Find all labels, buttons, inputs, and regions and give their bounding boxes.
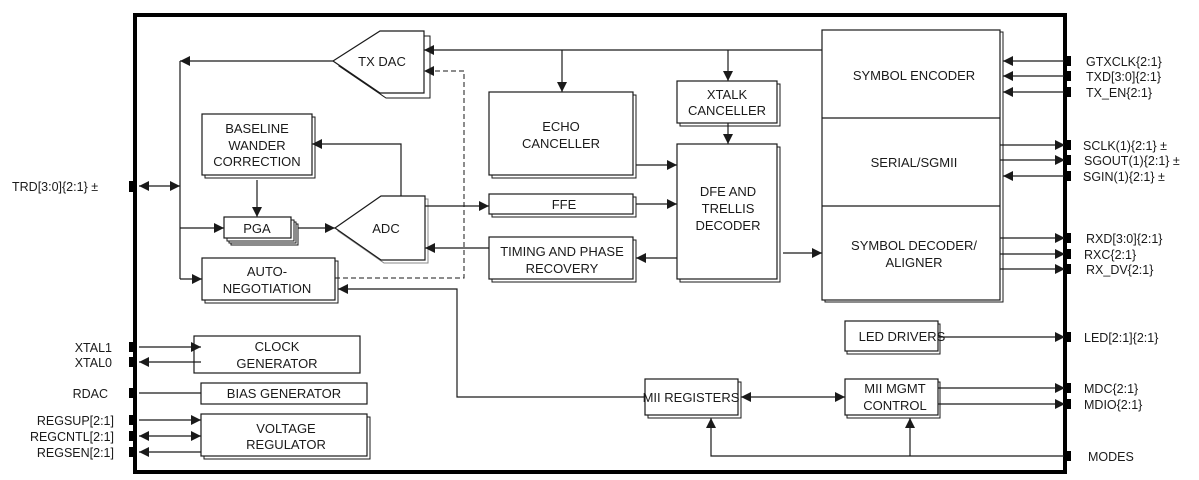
pad-regcntl [129,431,136,441]
auto-negotiation-label-1: AUTO- [247,264,287,279]
baseline-wander-label-1: BASELINE [225,121,289,136]
pad-sgin [1064,171,1071,181]
echo-canceller-label-1: ECHO [542,119,580,134]
ffe-block: FFE [488,193,637,218]
bias-generator-block: BIAS GENERATOR [200,382,368,405]
baseline-wander-label-3: CORRECTION [213,154,300,169]
mii-registers-block: MII REGISTERS [643,378,742,419]
pin-rxd: RXD[3:0]{2:1} [1086,232,1162,246]
pad-rxc [1064,249,1071,259]
serial-sgmii-label: SERIAL/SGMII [871,155,958,170]
pad-regsup [129,415,136,425]
pad-gtxclk [1064,56,1071,66]
pad-xtal1 [129,342,136,352]
pad-trd [129,181,136,192]
timing-phase-block: TIMING AND PHASE RECOVERY [488,236,637,283]
symbol-decoder-label-1: SYMBOL DECODER/ [851,238,977,253]
pad-sgout [1064,155,1071,165]
dfe-label-3: DECODER [695,218,760,233]
symbol-decoder-label-2: ALIGNER [885,255,942,270]
left-pin-labels: TRD[3:0]{2:1} ± XTAL1 XTAL0 RDAC REGSUP[… [12,180,114,460]
pin-gtxclk: GTXCLK{2:1} [1086,55,1162,69]
symbol-encoder-label: SYMBOL ENCODER [853,68,975,83]
led-drivers-block: LED DRIVERS [844,320,946,355]
auto-negotiation-label-2: NEGOTIATION [223,281,312,296]
clock-generator-label-1: CLOCK [255,339,300,354]
ffe-label: FFE [552,197,577,212]
bias-generator-label: BIAS GENERATOR [227,386,341,401]
timing-phase-label-1: TIMING AND PHASE [500,244,624,259]
timing-phase-label-2: RECOVERY [526,261,599,276]
right-pin-labels: GTXCLK{2:1} TXD[3:0]{2:1} TX_EN{2:1} SCL… [1083,55,1180,464]
baseline-wander-label-2: WANDER [228,138,285,153]
pin-regsup: REGSUP[2:1] [37,414,114,428]
mii-mgmt-label-2: CONTROL [863,398,927,413]
baseline-wander-block: BASELINE WANDER CORRECTION [201,113,316,179]
signal-wires [139,45,1065,457]
pin-sclk: SCLK(1){2:1} ± [1083,139,1167,153]
led-drivers-label: LED DRIVERS [859,329,946,344]
pad-regsen [129,447,136,457]
pad-tx-en [1064,87,1071,97]
voltage-regulator-label-1: VOLTAGE [256,421,316,436]
pin-regcntl: REGCNTL[2:1] [30,430,114,444]
pin-trd: TRD[3:0]{2:1} ± [12,180,98,194]
pin-regsen: REGSEN[2:1] [37,446,114,460]
mii-registers-label: MII REGISTERS [643,390,740,405]
pga-block: PGA [223,216,299,246]
dfe-trellis-block: DFE AND TRELLIS DECODER [676,143,781,283]
xtalk-canceller-block: XTALK CANCELLER [676,80,781,127]
echo-canceller-label-2: CANCELLER [522,136,600,151]
mac-interface-column: SYMBOL ENCODER SERIAL/SGMII SYMBOL DECOD… [821,29,1004,303]
pin-led: LED[2:1]{2:1} [1084,331,1158,345]
pin-modes: MODES [1088,450,1134,464]
pin-rx-dv: RX_DV{2:1} [1086,263,1153,277]
pin-sgout: SGOUT(1){2:1} ± [1084,154,1180,168]
auto-negotiation-block: AUTO- NEGOTIATION [201,257,339,304]
pin-rdac: RDAC [73,387,108,401]
clock-generator-label-2: GENERATOR [236,356,317,371]
pad-rdac [129,388,136,398]
pin-rxc: RXC{2:1} [1084,248,1136,262]
dfe-label-2: TRELLIS [702,201,755,216]
adc-block: ADC [333,195,429,264]
voltage-regulator-label-2: REGULATOR [246,437,326,452]
mii-mgmt-block: MII MGMT CONTROL [844,378,941,419]
pin-mdio: MDIO{2:1} [1084,398,1142,412]
pga-label: PGA [243,221,271,236]
pin-xtal0: XTAL0 [75,356,112,370]
mii-mgmt-label-1: MII MGMT [864,381,925,396]
pin-tx-en: TX_EN{2:1} [1086,86,1152,100]
tx-dac-label: TX DAC [358,54,406,69]
pad-mdc [1064,383,1071,393]
xtalk-canceller-label-2: CANCELLER [688,103,766,118]
clock-generator-block: CLOCK GENERATOR [193,335,361,374]
pin-pads [129,56,1071,461]
pad-sclk [1064,140,1071,150]
tx-dac-block: TX DAC [331,30,431,99]
dfe-label-1: DFE AND [700,184,756,199]
pin-txd: TXD[3:0]{2:1} [1086,70,1161,84]
chip-boundary [133,13,1067,474]
pad-xtal0 [129,357,136,367]
pad-txd [1064,71,1071,81]
xtalk-canceller-label-1: XTALK [707,87,748,102]
pad-modes [1064,451,1071,461]
pad-rx-dv [1064,264,1071,274]
echo-canceller-block: ECHO CANCELLER [488,91,637,179]
pin-sgin: SGIN(1){2:1} ± [1083,170,1165,184]
pad-rxd [1064,233,1071,243]
pin-mdc: MDC{2:1} [1084,382,1138,396]
voltage-regulator-block: VOLTAGE REGULATOR [200,413,371,460]
adc-label: ADC [372,221,399,236]
pad-led [1064,332,1071,342]
pad-mdio [1064,399,1071,409]
pin-xtal1: XTAL1 [75,341,112,355]
